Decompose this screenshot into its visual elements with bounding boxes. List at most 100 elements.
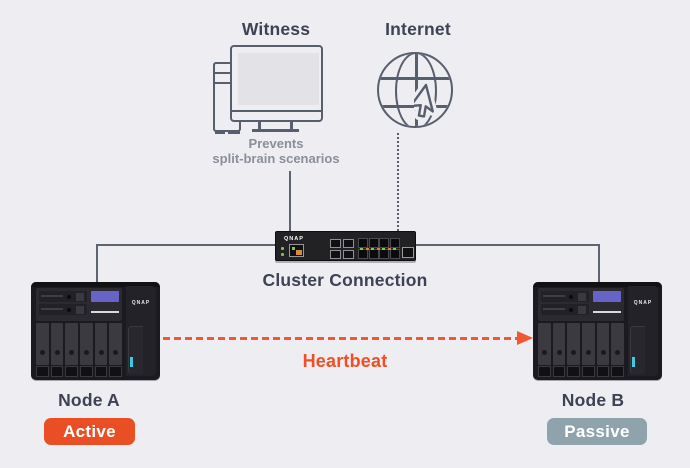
switch-to-node-a-vline	[96, 244, 98, 283]
tray-vent	[41, 295, 63, 297]
node-b-nas-device: QNAP	[533, 282, 662, 380]
monitor-leg	[290, 122, 293, 130]
globe-center-meridian	[415, 54, 418, 126]
port-led-green	[291, 246, 295, 250]
tray-latch	[76, 305, 84, 314]
rj45-port	[342, 239, 354, 248]
cluster-connection-label: Cluster Connection	[262, 270, 428, 290]
bay-handle	[94, 366, 108, 377]
sfp-port	[389, 248, 400, 259]
nas-top-cap	[31, 282, 160, 287]
drive-bay	[567, 323, 581, 365]
bay-lock-dot	[615, 350, 621, 355]
switch-status-led	[281, 247, 284, 250]
bay-handle	[538, 366, 551, 377]
nas-power-led	[130, 357, 133, 367]
witness-to-switch-line	[289, 171, 291, 231]
bay-handle	[611, 366, 625, 377]
internet-to-switch-line	[397, 133, 399, 231]
bay-handle	[596, 366, 610, 377]
internet-label: Internet	[385, 19, 451, 39]
bay-handle	[80, 366, 93, 377]
nas-tray-row	[39, 304, 87, 315]
tower-vent-line	[215, 72, 239, 74]
node-a-nas-device: QNAP	[31, 282, 160, 380]
sfp-activity-leds	[360, 247, 396, 250]
sfp-port	[379, 248, 389, 259]
drive-bay	[94, 323, 108, 365]
nas-side-panel: QNAP	[628, 286, 658, 376]
monitor-leg	[258, 122, 261, 130]
switch-to-node-b-hline	[416, 244, 600, 246]
bay-lock-dot	[98, 350, 104, 355]
sfp-port	[379, 238, 389, 248]
drive-bay	[611, 323, 625, 365]
tower-vent-line	[215, 82, 239, 84]
nas-tray-row	[39, 291, 87, 302]
nas-brand-logo: QNAP	[131, 300, 151, 306]
nas-lcd-display	[91, 291, 119, 302]
switch-to-node-a-hline	[96, 244, 275, 246]
monitor-icon	[230, 45, 323, 122]
sfp-port	[389, 238, 400, 248]
nas-drive-bays	[36, 323, 123, 365]
tray-vent	[41, 308, 63, 310]
nas-brand-logo: QNAP	[633, 300, 653, 306]
drive-bay	[80, 323, 93, 365]
switch-mgmt-port	[289, 244, 304, 257]
tray-lock-dot	[569, 307, 573, 312]
nas-drive-bays	[538, 323, 625, 365]
node-b-status-badge: Passive	[547, 418, 647, 445]
drive-bay	[552, 323, 566, 365]
bay-lock-dot	[571, 350, 577, 355]
port-led-amber	[295, 249, 302, 255]
witness-caption: Prevents split-brain scenarios	[186, 136, 366, 166]
tray-latch	[578, 305, 586, 314]
node-b-label: Node B	[561, 390, 625, 410]
bay-lock-dot	[585, 350, 591, 355]
nas-tray-row	[541, 304, 589, 315]
bay-handle	[567, 366, 581, 377]
witness-caption-line1: Prevents	[248, 136, 304, 151]
bay-handle	[109, 366, 123, 377]
tray-latch	[578, 292, 586, 301]
nas-side-panel: QNAP	[126, 286, 156, 376]
bay-lock-dot	[83, 350, 89, 355]
tray-vent	[543, 295, 565, 297]
switch-rj45-ports	[330, 239, 354, 259]
switch-uplink-port	[402, 247, 414, 258]
bay-lock-dot	[556, 350, 562, 355]
nas-bay-handles	[538, 366, 625, 377]
nas-tray-row	[541, 291, 589, 302]
sfp-port	[358, 248, 368, 259]
bay-handle	[552, 366, 566, 377]
bay-handle	[36, 366, 49, 377]
globe-parallel	[379, 77, 451, 80]
bay-handle	[50, 366, 64, 377]
bay-lock-dot	[54, 350, 60, 355]
drive-bay	[596, 323, 610, 365]
bay-lock-dot	[541, 350, 547, 355]
monitor-chin-line	[232, 110, 321, 112]
sfp-port	[368, 248, 379, 259]
nas-lcd-display	[593, 291, 621, 302]
drive-bay	[582, 323, 595, 365]
drive-bay	[65, 323, 79, 365]
heartbeat-arrowhead-icon	[517, 331, 533, 345]
tray-lock-dot	[67, 294, 71, 299]
monitor-screen	[238, 53, 319, 105]
tray-lock-dot	[569, 294, 573, 299]
bay-lock-dot	[600, 350, 606, 355]
witness-label: Witness	[241, 19, 311, 39]
network-switch-device: QNAP	[275, 231, 416, 261]
monitor-base	[252, 129, 299, 132]
sfp-port	[358, 238, 368, 248]
nas-bay-handles	[36, 366, 123, 377]
tray-vent	[543, 308, 565, 310]
switch-status-led	[281, 253, 284, 256]
nas-front-panel	[538, 288, 624, 321]
globe-meridian-ellipse	[395, 54, 437, 126]
drive-bay	[109, 323, 123, 365]
bay-lock-dot	[39, 350, 45, 355]
